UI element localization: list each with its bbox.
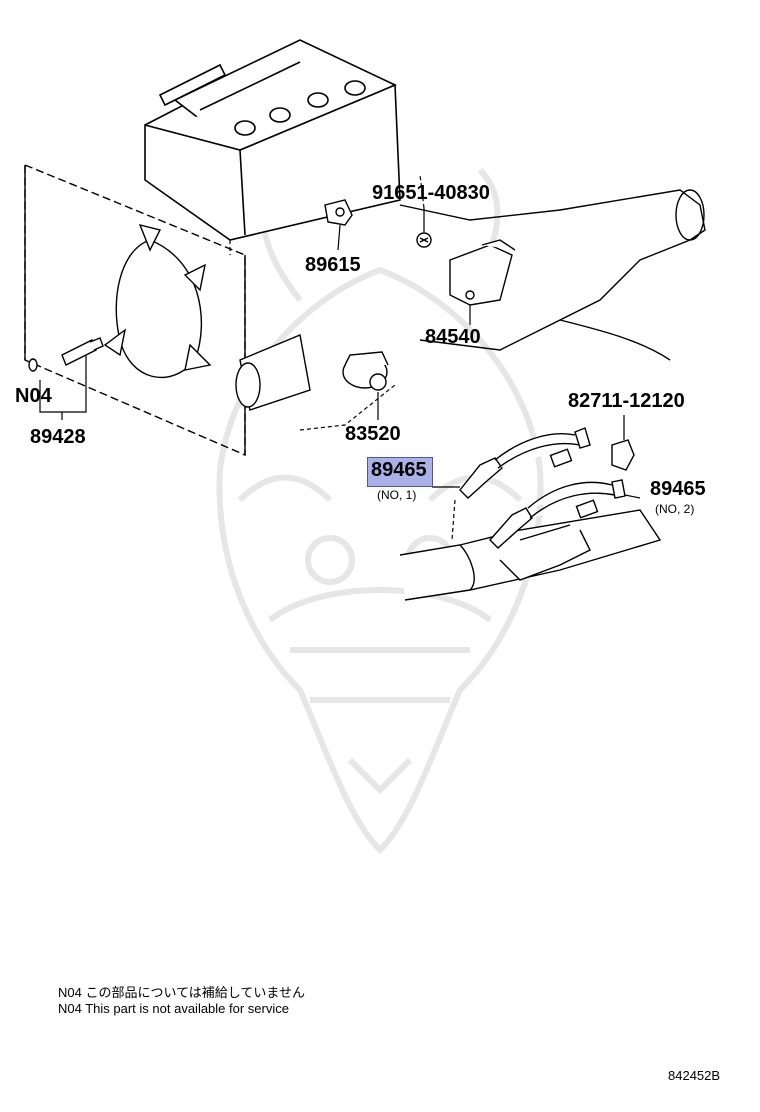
part-number-89465-no2[interactable]: 89465 xyxy=(650,478,706,500)
part-variant-no2: (NO, 2) xyxy=(655,502,695,516)
sensor-84540-shape xyxy=(449,239,516,306)
sensor-89615-shape xyxy=(324,199,353,226)
leader-lines xyxy=(39,174,641,541)
oxygen-sensor-2-shape xyxy=(489,479,626,549)
part-number-89428[interactable]: 89428 xyxy=(30,426,86,448)
exhaust-pipes xyxy=(399,509,662,601)
bolt-91651-shape xyxy=(416,232,432,248)
part-number-82711-12120[interactable]: 82711-12120 xyxy=(568,390,685,412)
transmission xyxy=(399,189,706,361)
radiator xyxy=(24,163,246,457)
part-number-n04[interactable]: N04 xyxy=(15,385,52,407)
part-number-91651-40830[interactable]: 91651-40830 xyxy=(372,182,490,204)
sensor-83520-shape xyxy=(342,351,389,391)
part-number-83520[interactable]: 83520 xyxy=(345,423,401,445)
part-number-89615[interactable]: 89615 xyxy=(305,254,361,276)
engine-block xyxy=(144,39,401,241)
part-number-84540[interactable]: 84540 xyxy=(425,326,481,348)
highlight-box xyxy=(367,457,433,487)
oxygen-sensor-1-shape xyxy=(459,427,591,499)
clamp-82711-shape xyxy=(611,439,635,471)
diagram-code: 842452B xyxy=(668,1068,721,1083)
part-number-89465-no1[interactable]: 89465 xyxy=(371,459,427,481)
pulley xyxy=(235,334,311,411)
cooling-fan xyxy=(103,223,212,379)
part-variant-no1: (NO, 1) xyxy=(377,488,417,502)
sensor-89428-shape xyxy=(28,337,104,372)
note-english: N04 This part is not available for servi… xyxy=(58,1001,289,1016)
note-japanese: N04 この部品については補給していません xyxy=(58,985,306,1000)
